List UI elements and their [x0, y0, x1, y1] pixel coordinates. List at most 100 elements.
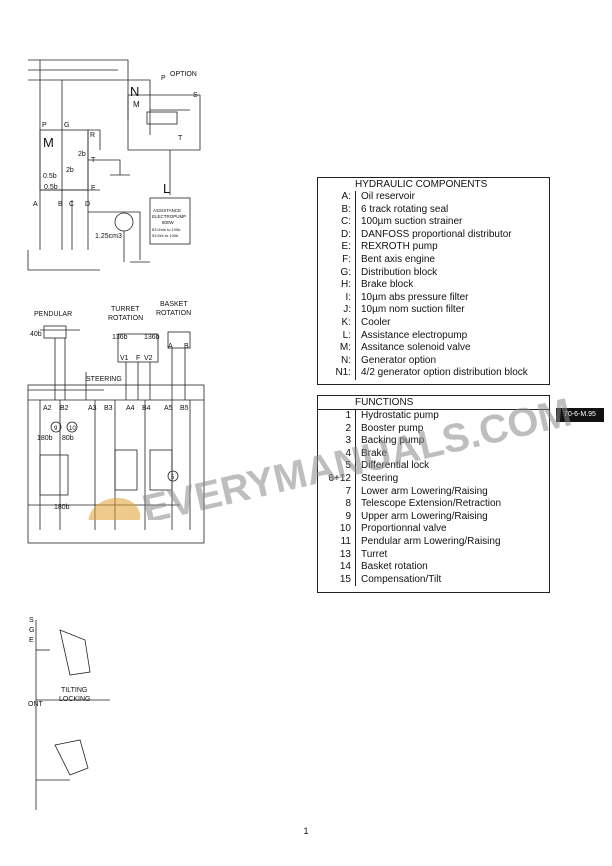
components-label: 4/2 generator option distribution block — [361, 367, 528, 379]
components-label: Distribution block — [361, 266, 438, 278]
label-assist-2: ELECTROPUMP — [152, 214, 186, 219]
functions-label: Differential lock — [361, 460, 430, 472]
functions-key: 10 — [318, 523, 356, 536]
label-basket-2: ROTATION — [156, 310, 191, 317]
components-row: N: Generator option — [318, 354, 528, 368]
functions-label: Lower arm Lowering/Raising — [361, 485, 488, 497]
functions-label: Turret — [361, 548, 388, 560]
label-basket-1: BASKET — [160, 301, 188, 308]
label-a4: A4 — [126, 405, 135, 412]
components-key: D: — [318, 228, 356, 242]
label-2b-1: 2b — [78, 151, 86, 158]
label-tilting-2: LOCKING — [59, 696, 91, 703]
label-n5: 5 — [171, 475, 175, 481]
label-180b-2: 180b — [54, 504, 70, 511]
components-label: 6 track rotating seal — [361, 203, 449, 215]
functions-key: 7 — [318, 485, 356, 499]
functions-key: 15 — [318, 573, 356, 587]
label-assist-4: 63 l/min to 100b — [152, 227, 181, 232]
components-row: D:DANFOSS proportional distributor — [318, 228, 528, 242]
components-key: K: — [318, 316, 356, 330]
functions-label: Upper arm Lowering/Raising — [361, 510, 488, 522]
functions-label: Brake — [361, 447, 388, 459]
label-t2: T — [91, 157, 96, 164]
functions-key: 9 — [318, 510, 356, 524]
components-row: G: Distribution block — [318, 266, 528, 280]
label-s: S — [193, 92, 198, 99]
components-row: B: 6 track rotating seal — [318, 203, 528, 217]
functions-key: 8 — [318, 498, 356, 511]
components-label: Generator option — [361, 354, 437, 366]
label-m-big: M — [43, 135, 54, 150]
components-label: 100µm suction strainer — [361, 216, 463, 228]
components-key: I: — [318, 291, 356, 305]
label-n: N — [130, 84, 139, 99]
label-40b: 40b — [30, 331, 42, 338]
functions-label: Pendular arm Lowering/Raising — [361, 535, 501, 547]
components-row: E: REXROTH pump — [318, 241, 528, 254]
label-turret-2: ROTATION — [108, 315, 143, 322]
label-136b-2: 136b — [144, 334, 160, 341]
components-key: G: — [318, 266, 356, 280]
label-s-side: S — [29, 617, 34, 624]
functions-label: Basket rotation — [361, 561, 428, 573]
functions-key: 1 — [318, 410, 356, 423]
label-b4: B4 — [142, 405, 151, 412]
functions-row: 10 Proportionnal valve — [318, 523, 501, 536]
components-label: REXROTH pump — [361, 241, 438, 253]
components-key: C: — [318, 216, 356, 229]
functions-key: 6+12 — [318, 472, 356, 486]
components-row: H:Brake block — [318, 279, 528, 292]
components-label: Assistance electropump — [361, 329, 468, 341]
label-a5: A5 — [164, 405, 173, 412]
components-row: C: 100µm suction strainer — [318, 216, 528, 229]
label-option: OPTION — [170, 71, 197, 78]
label-p2: P — [42, 122, 47, 129]
functions-key: 4 — [318, 447, 356, 461]
label-e-side: E — [29, 637, 34, 644]
components-key: H: — [318, 279, 356, 292]
components-title: HYDRAULIC COMPONENTS — [355, 179, 488, 190]
label-r: R — [90, 132, 95, 139]
label-n9: 9 — [54, 426, 58, 432]
label-v1: V1 — [120, 355, 129, 362]
components-row: K:Cooler — [318, 316, 528, 330]
functions-row: 5 Differential lock — [318, 460, 501, 473]
label-tilting-1: TILTING — [61, 687, 87, 694]
functions-key: 13 — [318, 548, 356, 562]
components-row: L:Assistance electropump — [318, 329, 528, 343]
label-c: C — [69, 201, 74, 208]
functions-label: Telescope Extension/Retraction — [361, 498, 502, 510]
functions-label: Proportionnal valve — [361, 523, 447, 535]
label-g: G — [64, 122, 69, 129]
functions-key: 5 — [318, 460, 356, 473]
label-bb: B — [184, 343, 189, 350]
functions-key: 3 — [318, 435, 356, 448]
functions-title: FUNCTIONS — [318, 396, 549, 410]
label-b3: B3 — [104, 405, 113, 412]
label-b5: B5 — [180, 405, 189, 412]
label-a3: A3 — [88, 405, 97, 412]
functions-row: 9 Upper arm Lowering/Raising — [318, 510, 501, 524]
label-assist-3: 800W — [162, 220, 175, 225]
components-key: N1: — [318, 367, 356, 380]
components-row: N1: 4/2 generator option distribution blo… — [318, 367, 528, 380]
label-v2: V2 — [144, 355, 153, 362]
label-2b-2: 2b — [66, 167, 74, 174]
label-n10: 10 — [69, 426, 76, 432]
components-key: J: — [318, 304, 356, 317]
components-row: J:10µm nom suction filter — [318, 304, 528, 317]
components-key: F: — [318, 253, 356, 267]
components-key: N: — [318, 354, 356, 368]
components-key: B: — [318, 203, 356, 217]
label-05b-2: 0.5b — [44, 184, 58, 191]
label-136b-1: 136b — [112, 334, 128, 341]
reference-badge: 70-6-M.95 — [556, 408, 604, 422]
components-key: E: — [318, 241, 356, 254]
